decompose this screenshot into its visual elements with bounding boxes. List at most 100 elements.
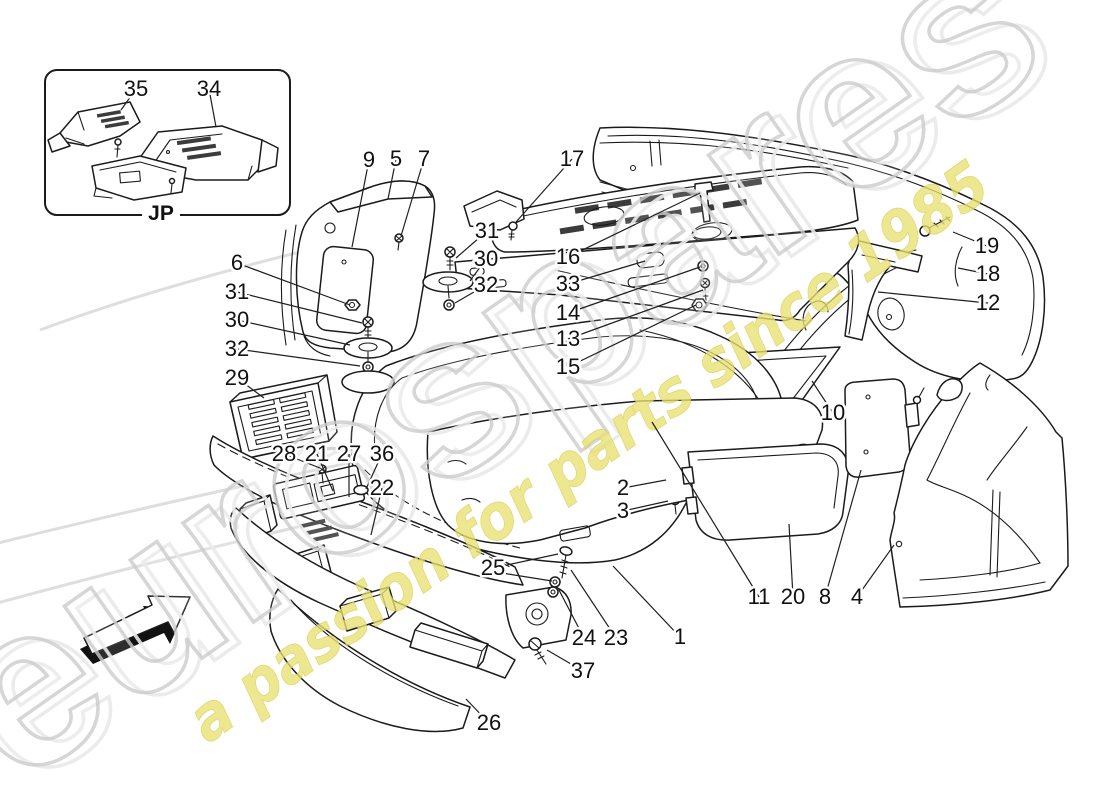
callout-number: 28 xyxy=(272,441,296,466)
screw-37 xyxy=(528,637,547,665)
callout-number: 36 xyxy=(370,441,394,466)
callout-29: 29 xyxy=(222,363,265,399)
mat-22-end-flap xyxy=(505,586,572,649)
callout-leader xyxy=(283,453,321,469)
inset-label-jp: JP xyxy=(148,202,174,225)
callout-11: 11 xyxy=(651,421,773,612)
callout-9: 9 xyxy=(351,145,378,248)
callout-1: 1 xyxy=(612,565,689,652)
inset-box-jp: JP xyxy=(44,69,291,225)
callout-28: 28 xyxy=(269,439,321,469)
callout-number: 20 xyxy=(781,584,805,609)
part-9-5-7-wheelarch-trim xyxy=(280,180,436,357)
callout-number: 7 xyxy=(418,146,430,171)
callout-leader xyxy=(622,479,667,489)
callout-16: 16 xyxy=(553,192,701,272)
foam-block xyxy=(339,586,489,669)
callout-34: 34 xyxy=(194,74,224,128)
callout-leader xyxy=(236,348,361,367)
callout-31: 31 xyxy=(222,277,363,324)
part-33-intermediate-mat xyxy=(454,227,860,322)
callout-number: 6 xyxy=(231,250,243,275)
callout-number: 8 xyxy=(819,584,831,609)
callout-23: 23 xyxy=(570,569,631,653)
callout-35: 35 xyxy=(120,74,151,111)
callout-leader xyxy=(465,698,490,724)
callout-leader xyxy=(567,192,701,258)
callout-number: 23 xyxy=(604,625,628,650)
callout-36: 36 xyxy=(365,439,397,490)
callout-6: 6 xyxy=(228,248,351,306)
callout-leader xyxy=(120,88,137,111)
callout-leader xyxy=(788,523,794,598)
callout-leader xyxy=(570,569,617,639)
callout-number: 11 xyxy=(748,584,771,609)
part-26-bumper-mat xyxy=(269,588,471,733)
callout-number: 31 xyxy=(475,218,499,243)
callout-leader xyxy=(236,262,351,306)
callout-12: 12 xyxy=(877,288,1003,318)
callout-number: 24 xyxy=(572,625,596,650)
callout-32: 32 xyxy=(454,270,501,304)
direction-arrow xyxy=(80,595,191,664)
grille-slats xyxy=(247,392,314,446)
callout-number: 32 xyxy=(474,272,498,297)
callout-13: 13 xyxy=(553,289,704,354)
screw-19 xyxy=(919,216,951,237)
callout-leader xyxy=(811,380,834,414)
callout-leader xyxy=(316,453,334,492)
callout-number: 9 xyxy=(363,147,375,172)
callout-number: 10 xyxy=(821,400,845,425)
callout-17: 17 xyxy=(515,144,587,223)
callout-25: 25 xyxy=(478,553,559,583)
callout-number: 31 xyxy=(225,279,249,304)
callout-number: 32 xyxy=(225,336,249,361)
callout-22: 22 xyxy=(367,473,397,536)
callout-number: 26 xyxy=(477,710,501,735)
callout-32: 32 xyxy=(222,334,361,367)
callout-27: 27 xyxy=(334,439,364,497)
callout-number: 4 xyxy=(851,584,863,609)
callout-number: 5 xyxy=(390,146,402,171)
callout-20: 20 xyxy=(778,523,808,612)
part-35-panel xyxy=(47,101,141,158)
callout-24: 24 xyxy=(558,589,599,653)
callout-leader xyxy=(877,291,989,304)
callout-leader xyxy=(400,158,425,237)
callout-leader xyxy=(567,260,646,285)
callout-number: 13 xyxy=(556,326,580,351)
callout-leader xyxy=(651,421,760,598)
callout-number: 35 xyxy=(124,76,148,101)
callout-26: 26 xyxy=(465,698,504,738)
callout-leader xyxy=(387,158,397,200)
callout-leader xyxy=(492,553,559,569)
callout-leader xyxy=(236,319,351,346)
callout-leader xyxy=(567,289,704,340)
callout-leader xyxy=(622,500,669,512)
callout-number: 33 xyxy=(556,271,580,296)
callout-leader xyxy=(558,589,585,639)
callout-number: 37 xyxy=(571,658,595,683)
callout-leader xyxy=(236,377,265,399)
callout-leader xyxy=(370,487,383,536)
callout-3: 3 xyxy=(614,496,669,526)
part-29-grille xyxy=(229,374,338,460)
callout-number: 3 xyxy=(617,498,629,523)
callout-number: 29 xyxy=(225,365,249,390)
grommet-36 xyxy=(353,484,369,496)
callout-leader xyxy=(236,291,363,324)
callout-leader xyxy=(469,258,487,282)
callout-number: 30 xyxy=(474,246,498,271)
callout-leader xyxy=(856,544,895,598)
callout-19: 19 xyxy=(952,231,1002,261)
callout-leader xyxy=(957,267,989,275)
callout-leader xyxy=(351,159,370,248)
callout-leader xyxy=(567,304,697,368)
callout-number: 14 xyxy=(556,300,580,325)
tread-plate-27 xyxy=(272,464,366,520)
part-4-side-panel xyxy=(889,362,1069,608)
leader-line xyxy=(501,572,553,582)
part-16-17-upper-slotted-mat xyxy=(463,165,859,253)
callout-leader xyxy=(455,230,488,259)
